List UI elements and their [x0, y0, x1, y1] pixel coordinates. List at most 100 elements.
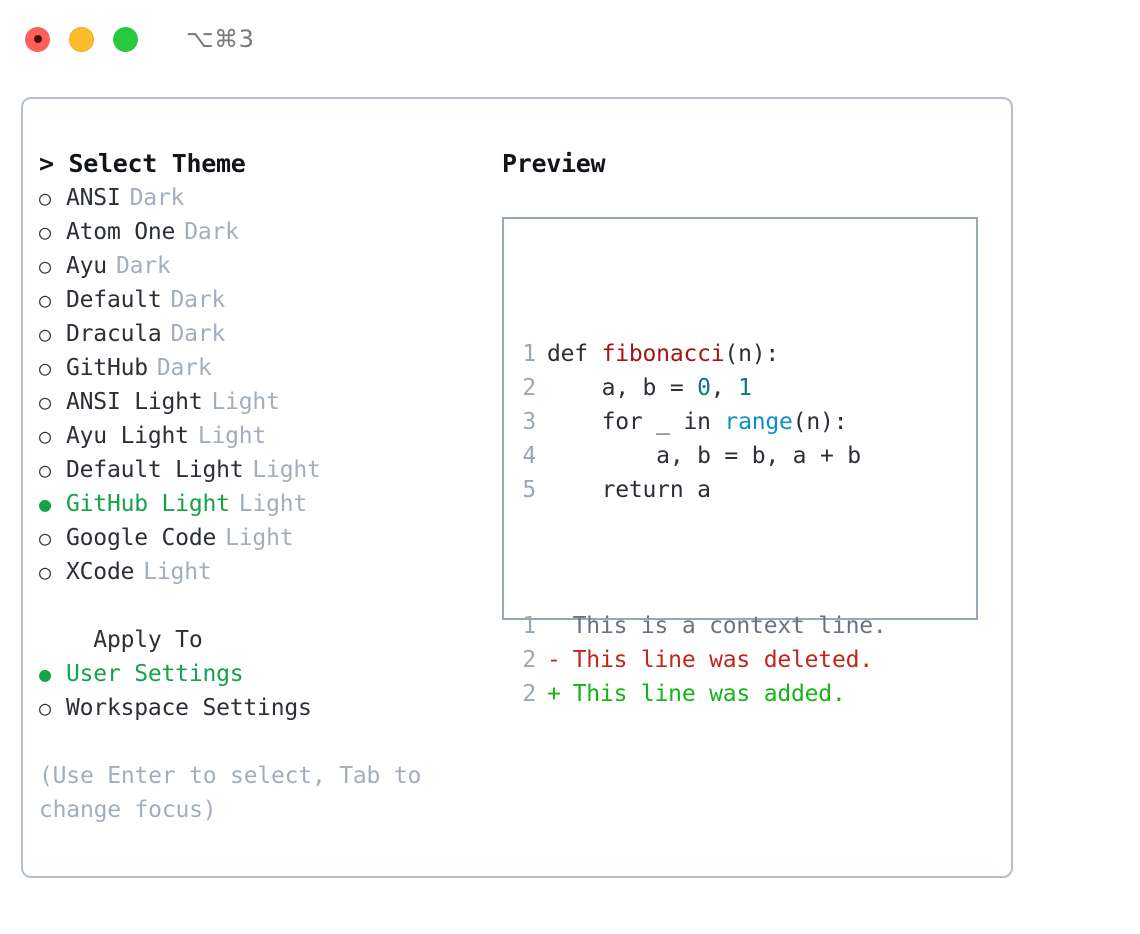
theme-option-kind: Dark [156, 355, 212, 381]
theme-option-label: Default Light [66, 457, 244, 483]
theme-option[interactable]: ○ GitHub Dark [39, 351, 489, 385]
close-dot-icon [33, 35, 42, 43]
code-token: def [547, 341, 602, 367]
theme-option[interactable]: ○ Ayu Light Light [39, 419, 489, 453]
theme-option-kind: Light [211, 389, 280, 415]
theme-option-label: Ayu [66, 253, 107, 279]
apply-to-option[interactable]: ○ Workspace Settings [39, 691, 489, 725]
theme-option[interactable]: ○ Dracula Dark [39, 317, 489, 351]
line-number: 5 [522, 477, 536, 503]
theme-option[interactable]: ○ Google Code Light [39, 521, 489, 555]
window-controls [25, 26, 138, 52]
code-token: a, b = [547, 375, 698, 401]
apply-to-title: Apply To [66, 627, 203, 653]
preview-title: Preview [502, 149, 606, 178]
theme-option-kind: Light [238, 491, 308, 517]
theme-option-label: GitHub Light [66, 491, 230, 517]
diff-text: This line was added. [559, 681, 846, 707]
radio-unselected-icon: ○ [39, 356, 51, 380]
maximize-button-icon[interactable] [113, 26, 138, 52]
theme-option-label: GitHub [66, 355, 148, 381]
line-number: 2 [522, 375, 536, 401]
radio-unselected-icon: ○ [39, 526, 51, 550]
apply-to-option-label: User Settings [66, 661, 244, 687]
code-token: 0 [697, 375, 711, 401]
radio-unselected-icon: ○ [39, 424, 51, 448]
diff-lines: 1 This is a context line.2- This line wa… [514, 609, 887, 711]
theme-option-kind: Light [197, 423, 267, 449]
line-number: 2 [522, 681, 536, 707]
radio-unselected-icon: ○ [39, 288, 51, 312]
theme-option-label: XCode [66, 559, 135, 585]
diff-line: 2- This line was deleted. [514, 643, 887, 677]
code-line: 3 for _ in range(n): [514, 405, 887, 439]
code-line: 5 return a [514, 473, 887, 507]
keyboard-shortcut-label: ⌥⌘3 [186, 25, 255, 53]
close-button-icon[interactable] [25, 26, 50, 52]
theme-option[interactable]: ● GitHub Light Light [39, 487, 489, 521]
diff-sign: + [547, 681, 561, 707]
code-token: (n): [724, 341, 780, 367]
radio-unselected-icon: ○ [39, 254, 51, 278]
line-number: 4 [522, 443, 536, 469]
theme-option-kind: Dark [115, 253, 171, 279]
code-token: (n): [792, 409, 848, 435]
code-token: fibonacci [601, 341, 725, 367]
code-token: for _ in [547, 409, 725, 435]
theme-option-kind: Light [225, 525, 294, 551]
code-token: return a [547, 477, 711, 503]
diff-text: This is a context line. [559, 613, 887, 639]
code-line: 2 a, b = 0, 1 [514, 371, 887, 405]
line-number: 1 [522, 341, 536, 367]
radio-unselected-icon: ○ [39, 322, 51, 346]
theme-option-kind: Light [143, 559, 212, 585]
code-token: , [710, 375, 739, 401]
diff-line: 2 + This line was added. [514, 677, 887, 711]
code-token: 1 [738, 375, 752, 401]
theme-option[interactable]: ○ Default Light Light [39, 453, 489, 487]
theme-option-label: Default [66, 287, 162, 313]
theme-option[interactable]: ○ Ayu Dark [39, 249, 489, 283]
theme-option-kind: Dark [184, 219, 239, 245]
line-number: 3 [522, 409, 536, 435]
line-number: 1 [522, 613, 536, 639]
theme-option-kind: Dark [170, 287, 226, 313]
theme-option-kind: Dark [170, 321, 226, 347]
radio-selected-icon: ● [39, 492, 51, 516]
radio-unselected-icon: ○ [39, 696, 51, 720]
keyboard-hint: (Use Enter to select, Tab to change focu… [39, 763, 422, 823]
theme-option-label: Google Code [66, 525, 217, 551]
radio-selected-icon: ● [39, 662, 51, 686]
diff-sign [547, 609, 559, 643]
title-bar: ⌥⌘3 [0, 0, 1140, 78]
theme-option-label: Dracula [66, 321, 162, 347]
code-line: 4 a, b = b, a + b [514, 439, 887, 473]
theme-option-kind: Light [252, 457, 321, 483]
apply-to-option[interactable]: ● User Settings [39, 657, 489, 691]
code-token: a, b = b, a + b [547, 443, 861, 469]
radio-unselected-icon: ○ [39, 458, 51, 482]
theme-option-label: Ayu Light [66, 423, 189, 449]
theme-option-kind: Dark [129, 185, 185, 211]
diff-sign: - [547, 647, 561, 673]
apply-to-list: ● User Settings ○ Workspace Settings [39, 657, 489, 725]
apply-to-option-label: Workspace Settings [66, 695, 312, 721]
line-number: 2 [522, 647, 536, 673]
theme-option[interactable]: ○ Default Dark [39, 283, 489, 317]
theme-option-label: Atom One [66, 219, 176, 245]
minimize-button-icon[interactable] [69, 26, 94, 52]
spacer [39, 589, 489, 623]
page-title: > Select Theme [39, 149, 246, 178]
code-token: range [724, 409, 793, 435]
diff-line: 1 This is a context line. [514, 609, 887, 643]
code-line: 1 def fibonacci(n): [514, 337, 887, 371]
radio-unselected-icon: ○ [39, 390, 51, 414]
